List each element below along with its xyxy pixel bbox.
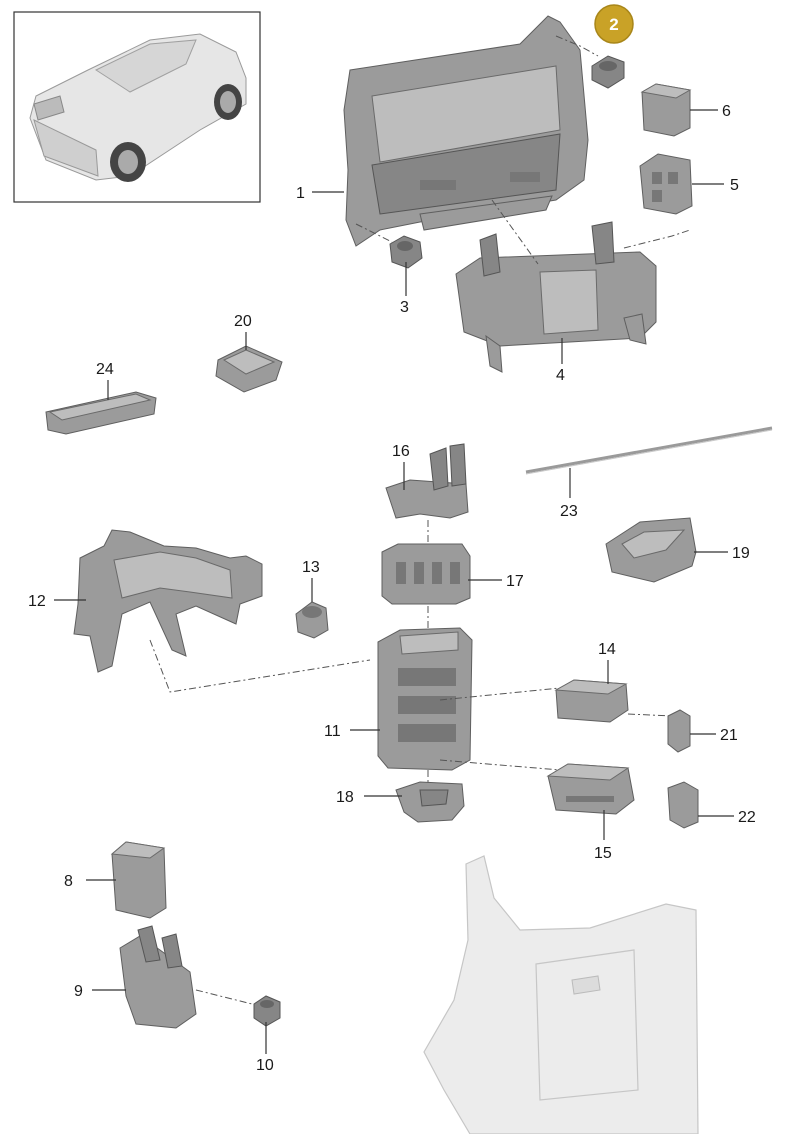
callout-18: 18	[336, 789, 354, 806]
callout-5: 5	[730, 177, 739, 194]
callout-1: 1	[296, 185, 305, 202]
part-11-fuse-box	[377, 627, 473, 771]
callouts: 1 2 3 4 5 6 8 9 10 11 12 13 14 15 16 17 …	[28, 4, 756, 1074]
part-10-nut	[253, 995, 281, 1027]
callout-6: 6	[722, 103, 731, 120]
callout-23: 23	[560, 503, 578, 520]
part-6-relay	[640, 83, 692, 137]
leader-lines	[54, 109, 734, 1054]
callout-22: 22	[738, 809, 756, 826]
part-12-holder	[73, 529, 263, 673]
trim-panel	[423, 855, 699, 1134]
part-8-relay	[110, 841, 167, 919]
callout-11: 11	[324, 723, 341, 740]
callout-12: 12	[28, 593, 46, 610]
part-9-bracket	[119, 925, 197, 1029]
callout-2-highlight: 2	[594, 4, 634, 44]
part-17-connector	[381, 543, 471, 605]
part-3-nut	[389, 235, 423, 269]
callout-17: 17	[506, 573, 524, 590]
part-16-clip	[385, 443, 469, 519]
part-13-bolt	[295, 601, 329, 639]
part-21-clip	[667, 709, 691, 753]
part-23-rod	[525, 426, 773, 475]
callout-20: 20	[234, 313, 252, 330]
part-22-clip	[667, 781, 699, 829]
callout-24: 24	[96, 361, 114, 378]
callout-2: 2	[609, 15, 618, 34]
callout-9: 9	[74, 983, 83, 1000]
callout-19: 19	[732, 545, 750, 562]
part-14-module	[554, 679, 629, 723]
part-15-module	[546, 763, 635, 815]
part-20-cover	[215, 345, 283, 393]
callout-21: 21	[720, 727, 738, 744]
callout-13: 13	[302, 559, 320, 576]
part-4-relay-carrier	[455, 221, 657, 373]
callout-15: 15	[594, 845, 612, 862]
part-2-nut	[591, 55, 625, 89]
callout-8: 8	[64, 873, 73, 890]
part-19-frame	[605, 517, 697, 583]
part-18-clip	[395, 781, 465, 823]
callout-10: 10	[256, 1057, 274, 1074]
callout-3: 3	[400, 299, 409, 316]
callout-4: 4	[556, 367, 565, 384]
part-24-holder-strip	[45, 391, 157, 435]
part-1-carrier-bracket	[343, 15, 589, 247]
vehicle-thumbnail	[13, 11, 261, 203]
callout-16: 16	[392, 443, 410, 460]
callout-14: 14	[598, 641, 616, 658]
part-5-relay-socket	[639, 153, 693, 215]
